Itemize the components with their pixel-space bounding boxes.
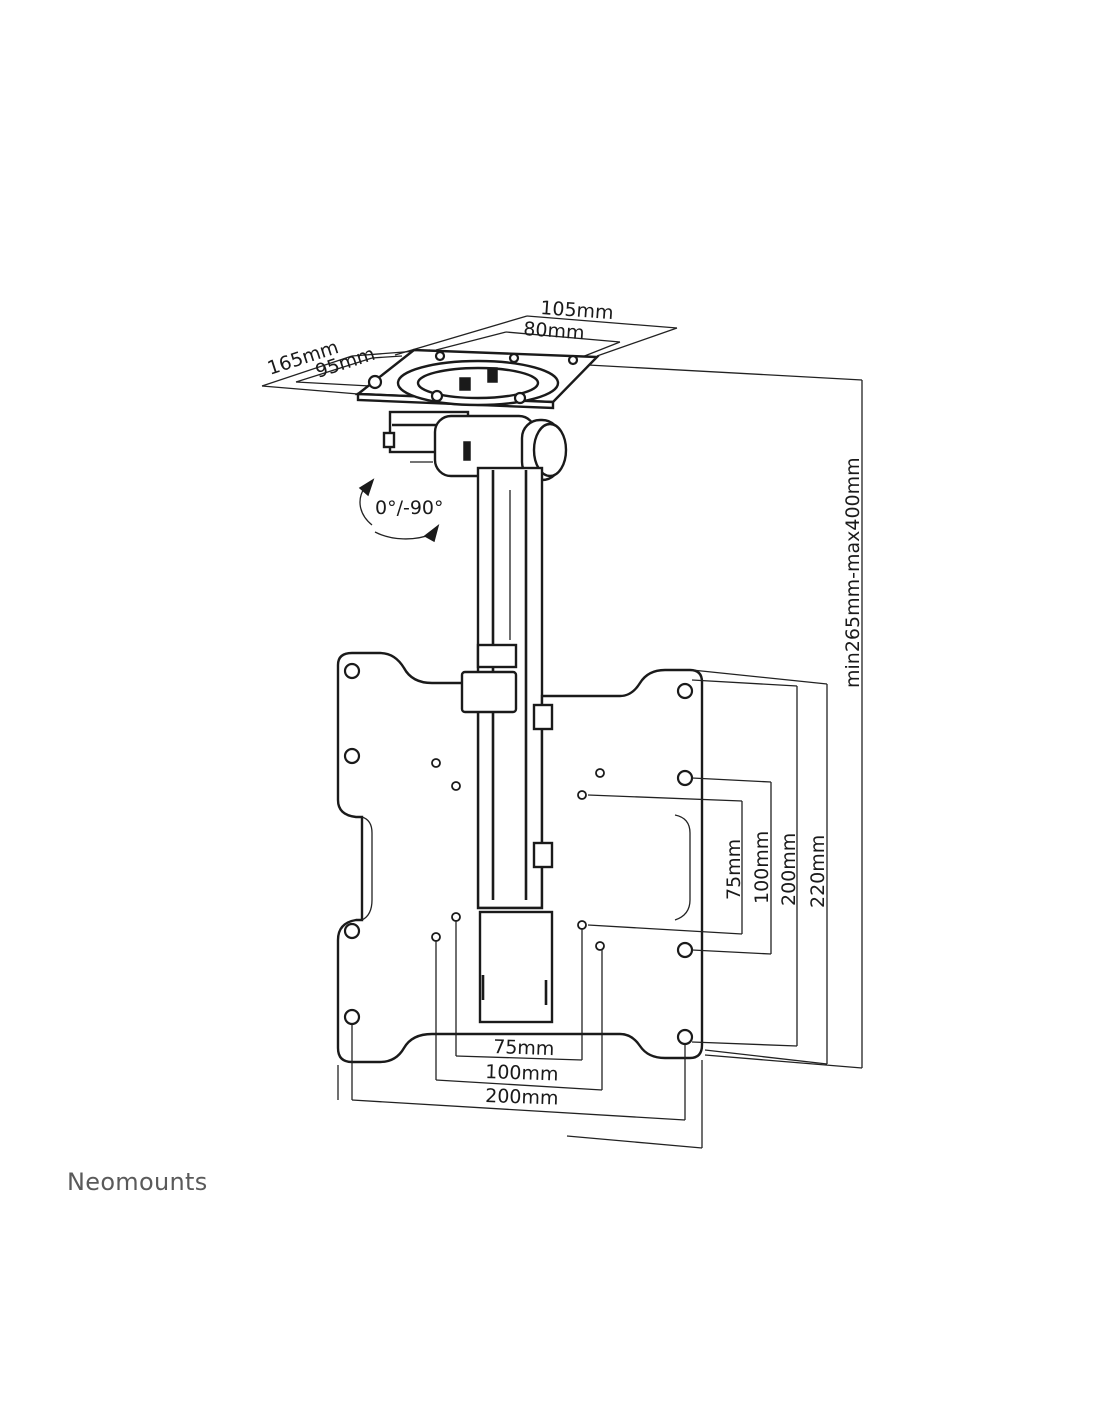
top-plate-dimension-lines: [261, 315, 678, 395]
label-top-width-outer: 105mm: [540, 297, 615, 324]
ceiling-plate: [354, 348, 600, 410]
label-vesa-v-200: 200mm: [778, 833, 800, 906]
vertical-dimension-lines: [587, 364, 863, 1069]
label-vesa-h-100: 100mm: [485, 1061, 559, 1086]
column-clamp: [460, 643, 554, 1024]
label-vesa-h-200: 200mm: [485, 1085, 559, 1110]
vesa-holes: [343, 662, 694, 1046]
label-vesa-v-100: 100mm: [751, 831, 773, 904]
label-top-width-inner: 80mm: [523, 318, 586, 344]
vesa-plate: [336, 651, 704, 1064]
label-tilt-range: 0°/-90°: [375, 497, 444, 519]
horizontal-dimension-lines: [337, 920, 703, 1149]
label-vesa-v-75: 75mm: [723, 839, 745, 900]
label-height-range: min265mm-max400mm: [842, 457, 864, 688]
brand-logo-text: Neomounts: [67, 1168, 208, 1196]
label-vesa-h-75: 75mm: [493, 1036, 555, 1060]
label-vesa-v-220: 220mm: [807, 835, 829, 908]
tilt-rotation-arrow: [358, 478, 440, 543]
